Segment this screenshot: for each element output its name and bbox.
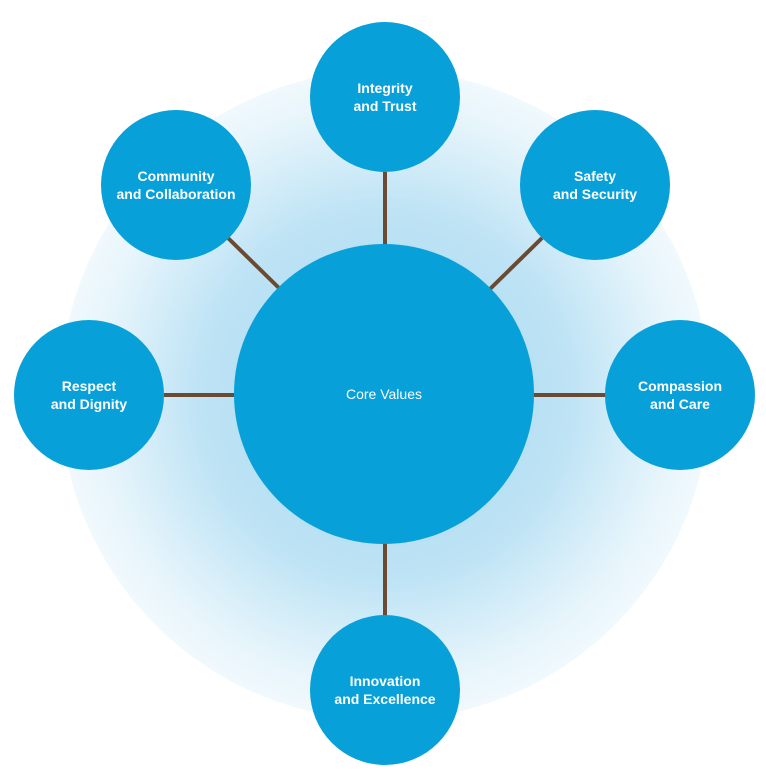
- node-label: Innovation and Excellence: [334, 672, 435, 708]
- node-label-line1: Innovation: [349, 673, 421, 689]
- node-label-line1: Community: [137, 168, 215, 184]
- node-label-line2: and Collaboration: [116, 186, 236, 202]
- node-label-line1: Respect: [61, 378, 117, 394]
- node-label: Safety and Security: [553, 167, 637, 203]
- node-label-line2: and Dignity: [50, 396, 128, 412]
- center-node-core-values: Core Values: [234, 244, 534, 544]
- center-node-label: Core Values: [345, 386, 422, 402]
- node-label-line1: Integrity: [357, 80, 413, 96]
- node-label-line2: and Care: [650, 396, 710, 412]
- connector-community: [226, 236, 283, 292]
- node-integrity-and-trust: Integrity and Trust: [310, 22, 460, 172]
- node-compassion-and-care: Compassion and Care: [605, 320, 755, 470]
- node-label-line2: and Security: [552, 186, 638, 202]
- node-label-line1: Compassion: [637, 378, 722, 394]
- node-safety-and-security: Safety and Security: [520, 110, 670, 260]
- node-label-line2: and Trust: [353, 98, 417, 114]
- node-label-line1: Safety: [573, 168, 617, 184]
- node-community-and-collaboration: Community and Collaboration: [101, 110, 251, 260]
- node-label: Community and Collaboration: [117, 167, 236, 203]
- node-respect-and-dignity: Respect and Dignity: [14, 320, 164, 470]
- node-label: Compassion and Care: [638, 377, 722, 413]
- node-innovation-and-excellence: Innovation and Excellence: [310, 615, 460, 765]
- node-label: Integrity and Trust: [353, 79, 416, 115]
- node-label-line2: and Excellence: [334, 691, 436, 707]
- connector-safety: [487, 236, 544, 292]
- node-label: Respect and Dignity: [51, 377, 127, 413]
